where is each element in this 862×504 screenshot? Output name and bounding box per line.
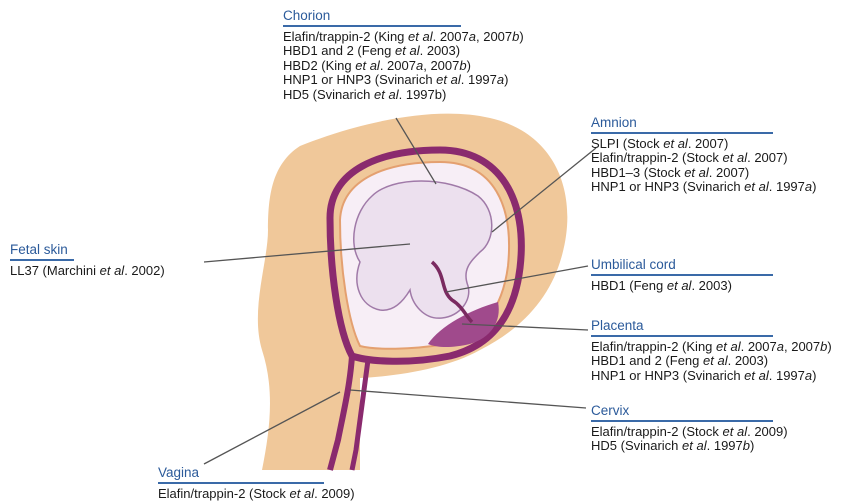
label-cervix: Cervix Elafin/trappin-2 (Stock et al. 20… [591, 403, 788, 454]
reference-line: HNP1 or HNP3 (Svinarich et al. 1997a) [591, 369, 832, 384]
cervix-refs: Elafin/trappin-2 (Stock et al. 2009)HD5 … [591, 425, 788, 454]
placenta-heading: Placenta [591, 318, 832, 334]
reference-line: Elafin/trappin-2 (King et al. 2007a, 200… [591, 340, 832, 355]
placenta-refs: Elafin/trappin-2 (King et al. 2007a, 200… [591, 340, 832, 384]
vagina-refs: Elafin/trappin-2 (Stock et al. 2009) [158, 487, 355, 502]
umbilical-cord-heading: Umbilical cord [591, 257, 773, 273]
reference-line: HBD1–3 (Stock et al. 2007) [591, 166, 816, 181]
amnion-refs: SLPI (Stock et al. 2007)Elafin/trappin-2… [591, 137, 816, 195]
cervix-heading: Cervix [591, 403, 788, 419]
leader-cervix [350, 390, 586, 408]
reference-line: HBD1 and 2 (Feng et al. 2003) [591, 354, 832, 369]
fetal-skin-rule [10, 259, 74, 261]
reference-line: HNP1 or HNP3 (Svinarich et al. 1997a) [283, 73, 524, 88]
reference-line: HD5 (Svinarich et al. 1997b) [591, 439, 788, 454]
reference-line: Elafin/trappin-2 (Stock et al. 2009) [591, 425, 788, 440]
reference-line: Elafin/trappin-2 (Stock et al. 2007) [591, 151, 816, 166]
reference-line: HBD1 (Feng et al. 2003) [591, 279, 773, 294]
reference-line: Elafin/trappin-2 (Stock et al. 2009) [158, 487, 355, 502]
reference-line: HD5 (Svinarich et al. 1997b) [283, 88, 524, 103]
fetal-skin-heading: Fetal skin [10, 242, 165, 258]
label-umbilical-cord: Umbilical cord HBD1 (Feng et al. 2003) [591, 257, 773, 293]
umbilical-cord-rule [591, 274, 773, 276]
reference-line: HNP1 or HNP3 (Svinarich et al. 1997a) [591, 180, 816, 195]
label-fetal-skin: Fetal skin LL37 (Marchini et al. 2002) [10, 242, 165, 278]
label-vagina: Vagina Elafin/trappin-2 (Stock et al. 20… [158, 465, 355, 501]
reference-line: HBD2 (King et al. 2007a, 2007b) [283, 59, 524, 74]
reference-line: HBD1 and 2 (Feng et al. 2003) [283, 44, 524, 59]
placenta-rule [591, 335, 773, 337]
fetal-skin-refs: LL37 (Marchini et al. 2002) [10, 264, 165, 279]
reference-line: SLPI (Stock et al. 2007) [591, 137, 816, 152]
label-placenta: Placenta Elafin/trappin-2 (King et al. 2… [591, 318, 832, 383]
amnion-rule [591, 132, 773, 134]
label-chorion: Chorion Elafin/trappin-2 (King et al. 20… [283, 8, 524, 102]
amnion-heading: Amnion [591, 115, 816, 131]
vagina-heading: Vagina [158, 465, 355, 481]
cervix-rule [591, 420, 773, 422]
chorion-refs: Elafin/trappin-2 (King et al. 2007a, 200… [283, 30, 524, 103]
reference-line: Elafin/trappin-2 (King et al. 2007a, 200… [283, 30, 524, 45]
umbilical-cord-refs: HBD1 (Feng et al. 2003) [591, 279, 773, 294]
vagina-rule [158, 482, 324, 484]
chorion-heading: Chorion [283, 8, 524, 24]
label-amnion: Amnion SLPI (Stock et al. 2007)Elafin/tr… [591, 115, 816, 195]
chorion-rule [283, 25, 461, 27]
reference-line: LL37 (Marchini et al. 2002) [10, 264, 165, 279]
